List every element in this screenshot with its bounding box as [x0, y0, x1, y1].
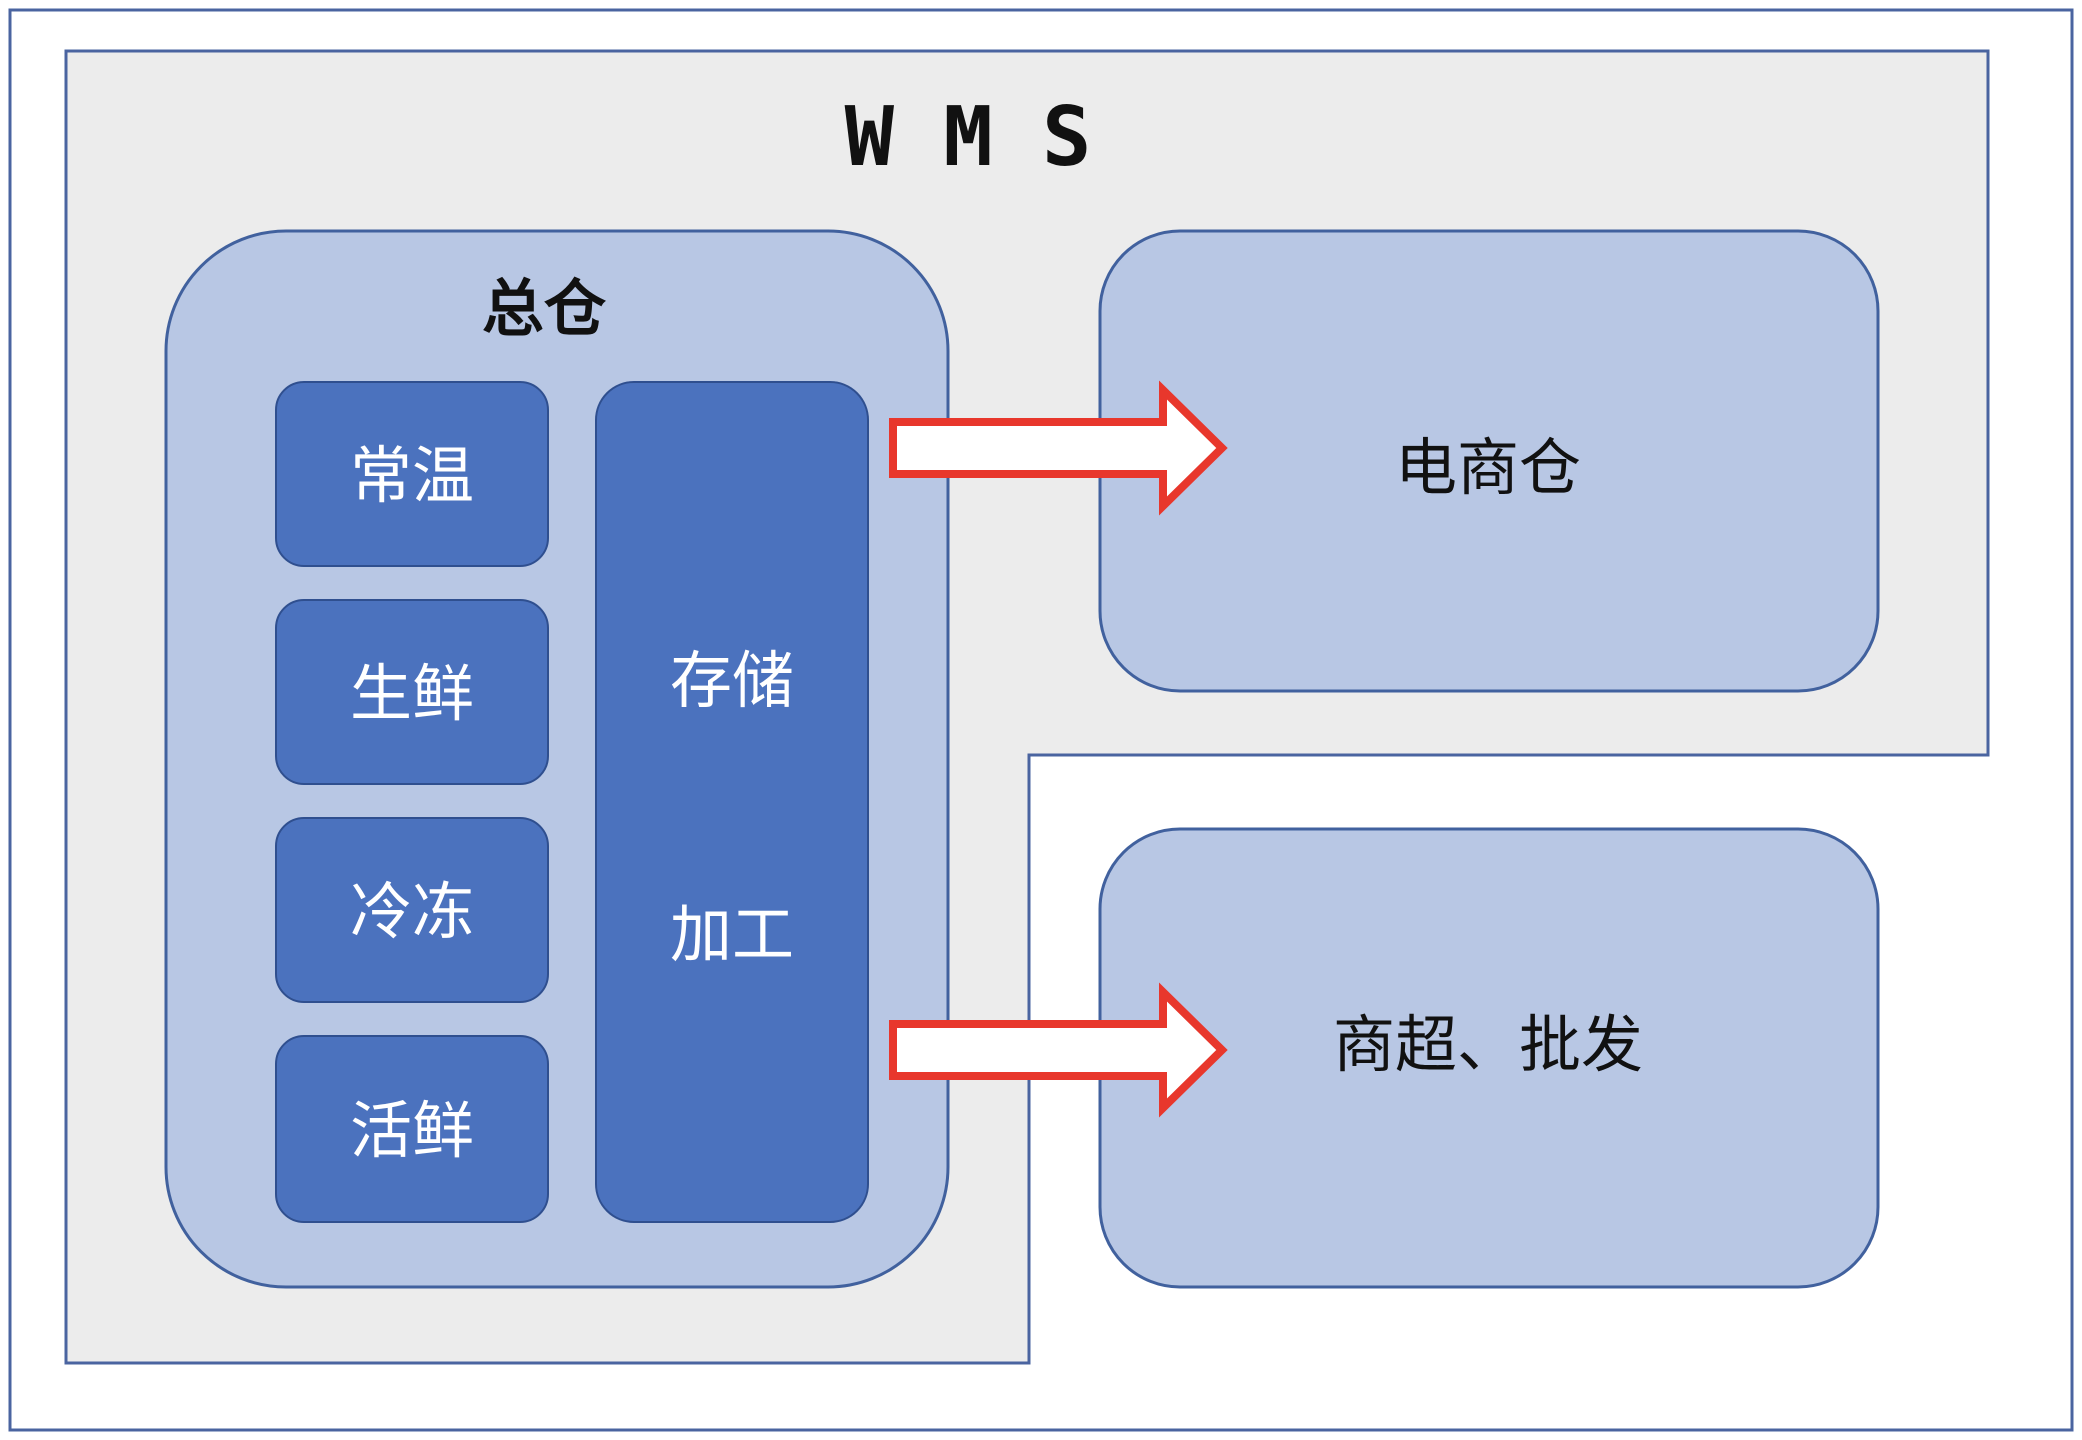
zone-box-fresh	[275, 599, 549, 785]
wms-title: W M S	[845, 90, 1092, 185]
zone-label-live: 活鲜	[350, 1094, 474, 1167]
main-warehouse-title: 总仓	[482, 272, 607, 345]
zone-label-frozen: 冷冻	[350, 875, 474, 948]
target-label-ecommerce: 电商仓	[1395, 431, 1581, 504]
zone-box-ambient	[275, 381, 549, 567]
zone-box-frozen	[275, 817, 549, 1003]
arrow-to-ecommerce	[889, 380, 1228, 516]
zone-box-live	[275, 1035, 549, 1223]
arrow-to-retail	[889, 982, 1228, 1118]
zone-label-fresh: 生鲜	[350, 657, 474, 730]
function-label-storage: 存储	[670, 644, 794, 717]
zone-label-ambient: 常温	[350, 439, 474, 512]
function-label-processing: 加工	[670, 898, 794, 971]
target-label-retail: 商超、批发	[1333, 1008, 1643, 1081]
function-box	[595, 381, 869, 1223]
